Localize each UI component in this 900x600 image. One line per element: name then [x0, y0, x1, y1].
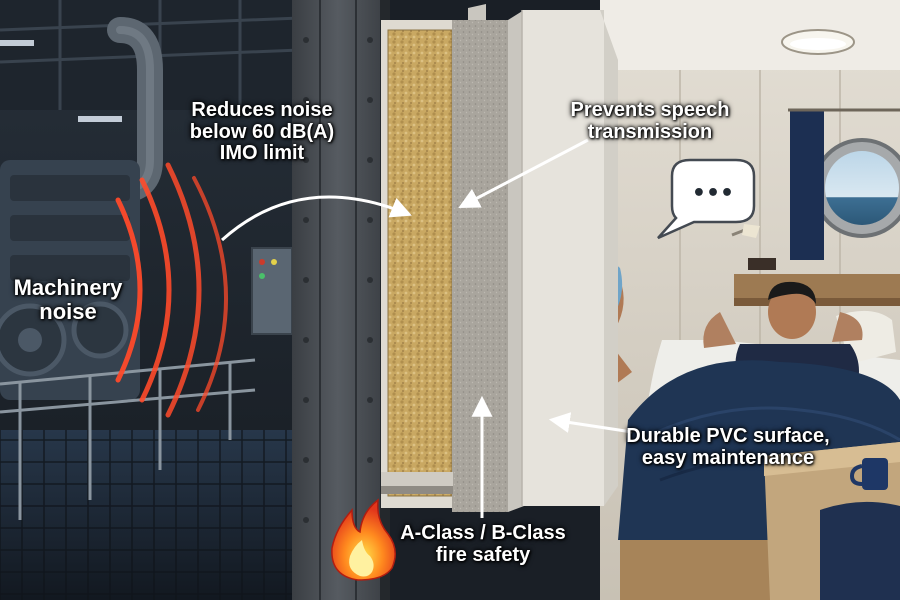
- noise-reduction-label: Reduces noise below 60 dB(A) IMO limit: [189, 99, 335, 165]
- sound-wave-icon: [115, 162, 228, 418]
- pvc-surface-label: Durable PVC surface, easy maintenance: [626, 425, 830, 469]
- fire-icon: [331, 498, 396, 581]
- speech-bubble-dots: •••: [692, 181, 734, 206]
- speech-transmission-label: Prevents speech transmission: [570, 99, 730, 143]
- insulation-panel-cutaway: [381, 4, 618, 512]
- machinery-noise-label: Machinery noise: [13, 275, 123, 324]
- callout-arrows: [220, 138, 633, 518]
- engine-room-background: [0, 0, 301, 600]
- fire-safety-label: A-Class / B-Class fire safety: [400, 522, 566, 566]
- speech-bubble-icon: •••: [657, 158, 756, 240]
